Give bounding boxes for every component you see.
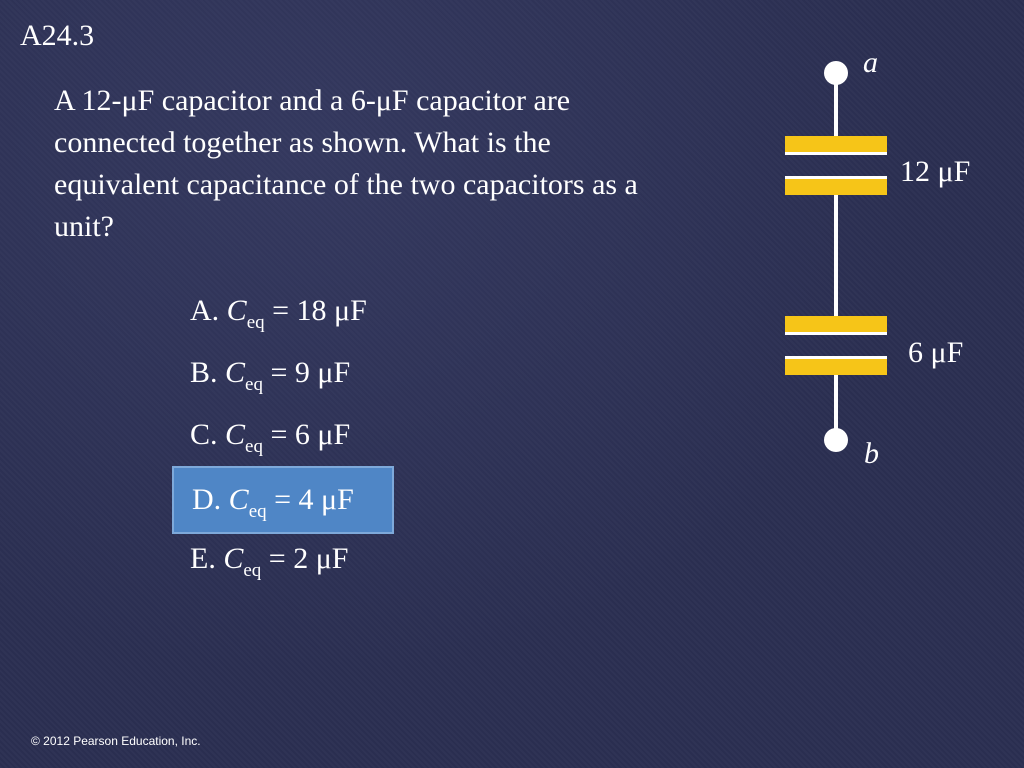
answer-options: A. Ceq = 18 μF B. Ceq = 9 μF C. Ceq = 6 … xyxy=(172,284,402,594)
capacitance-symbol: C xyxy=(228,483,249,516)
slide-id: A24.3 xyxy=(20,19,95,52)
capacitor-12uf-label: 12 μF xyxy=(900,155,971,188)
capacitor-6uf-plate-top-edge xyxy=(785,332,887,335)
subscript: eq xyxy=(246,312,265,333)
option-letter: A. xyxy=(190,294,220,327)
option-value: = 18 μF xyxy=(264,294,367,327)
capacitor-6uf-plate-top xyxy=(785,316,887,332)
capacitor-6uf-plate-bottom-edge xyxy=(785,356,887,359)
option-letter: E. xyxy=(190,542,216,575)
question-text: A 12-μF capacitor and a 6-μF capacitor a… xyxy=(54,84,638,243)
subscript: eq xyxy=(245,374,263,395)
option-value: = 9 μF xyxy=(262,356,351,389)
terminal-a-dot xyxy=(824,61,848,85)
option-letter: D. xyxy=(192,483,222,516)
capacitor-12uf-plate-top xyxy=(785,136,887,152)
option-e[interactable]: E. Ceq = 2 μF xyxy=(172,532,402,586)
capacitor-6uf-label: 6 μF xyxy=(908,336,964,369)
subscript: eq xyxy=(245,436,263,457)
option-value: = 6 μF xyxy=(262,418,351,451)
option-value: = 2 μF xyxy=(261,542,349,575)
capacitor-12uf-plate-top-edge xyxy=(785,152,887,155)
capacitance-symbol: C xyxy=(225,418,246,451)
option-value: = 4 μF xyxy=(266,483,354,516)
subscript: eq xyxy=(243,560,262,581)
capacitor-6uf-plate-bottom xyxy=(785,359,887,375)
option-c[interactable]: C. Ceq = 6 μF xyxy=(172,408,402,462)
terminal-b-label: b xyxy=(864,437,879,470)
option-a[interactable]: A. Ceq = 18 μF xyxy=(172,284,402,338)
terminal-a-label: a xyxy=(863,46,878,79)
option-b[interactable]: B. Ceq = 9 μF xyxy=(172,346,402,400)
capacitance-symbol: C xyxy=(225,356,246,389)
option-letter: C. xyxy=(190,418,218,451)
option-letter: B. xyxy=(190,356,218,389)
circuit-diagram xyxy=(785,61,887,452)
subscript: eq xyxy=(248,501,267,522)
capacitance-symbol: C xyxy=(226,294,247,327)
capacitor-12uf-plate-bottom xyxy=(785,179,887,195)
capacitor-12uf-plate-bottom-edge xyxy=(785,176,887,179)
copyright-footer: © 2012 Pearson Education, Inc. xyxy=(31,734,201,748)
terminal-b-dot xyxy=(824,428,848,452)
option-d-selected[interactable]: D. Ceq = 4 μF xyxy=(172,466,394,534)
capacitance-symbol: C xyxy=(223,542,244,575)
